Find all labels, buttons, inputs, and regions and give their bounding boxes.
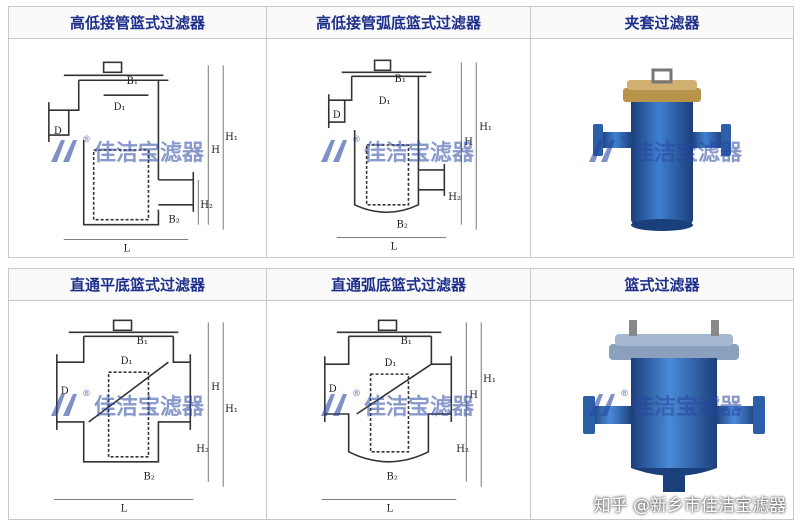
label-h: H xyxy=(464,137,473,148)
product-photo xyxy=(531,40,793,257)
card-high-low-arc-basket-filter: 高低接管弧底篮式过滤器 xyxy=(267,7,531,257)
card-title: 直通弧底篮式过滤器 xyxy=(267,269,530,301)
label-d1: D₁ xyxy=(121,356,133,367)
label-b1: B₁ xyxy=(127,76,138,87)
technical-drawing: B₁ D₁ D B₂ H H₁ H₂ L xyxy=(267,40,530,257)
card-title: 高低接管篮式过滤器 xyxy=(9,7,266,39)
label-h2: H₂ xyxy=(196,444,209,455)
product-row-2: 直通平底篮式过滤器 xyxy=(8,268,794,520)
label-h2: H₂ xyxy=(200,200,213,211)
label-d1: D₁ xyxy=(379,96,391,107)
label-d: D xyxy=(54,126,62,137)
label-h2: H₂ xyxy=(456,444,469,455)
card-high-low-basket-filter: 高低接管篮式过滤器 xyxy=(9,7,267,257)
label-l: L xyxy=(391,242,398,253)
card-basket-filter: 篮式过滤器 xyxy=(531,269,793,519)
technical-drawing: B₁ D₁ D B₂ H H₁ H₂ L xyxy=(9,40,266,257)
label-d1: D₁ xyxy=(114,102,126,113)
label-d: D xyxy=(333,110,341,121)
label-b2: B₂ xyxy=(387,472,398,483)
label-b2: B₂ xyxy=(397,220,408,231)
label-h1: H₁ xyxy=(225,404,238,415)
label-l: L xyxy=(124,244,131,255)
technical-drawing: B₁ D₁ D B₂ H H₁ H₂ L xyxy=(267,302,530,519)
label-h1: H₁ xyxy=(479,122,492,133)
card-straight-arc-basket-filter: 直通弧底篮式过滤器 xyxy=(267,269,531,519)
product-row-1: 高低接管篮式过滤器 xyxy=(8,6,794,258)
label-h1: H₁ xyxy=(483,374,496,385)
product-photo xyxy=(531,302,793,519)
label-h1: H₁ xyxy=(225,132,238,143)
label-b1: B₁ xyxy=(400,336,411,347)
label-h2: H₂ xyxy=(448,192,461,203)
label-d: D xyxy=(61,386,69,397)
label-b2: B₂ xyxy=(168,215,179,226)
label-b1: B₁ xyxy=(395,74,406,85)
source-credit: 知乎 @新乡市佳洁宝滤器 xyxy=(593,496,786,516)
card-jacketed-filter: 夹套过滤器 xyxy=(531,7,793,257)
label-h: H xyxy=(469,390,478,401)
label-l: L xyxy=(121,504,128,515)
card-straight-flat-basket-filter: 直通平底篮式过滤器 xyxy=(9,269,267,519)
card-title: 夹套过滤器 xyxy=(531,7,793,39)
label-d: D xyxy=(329,384,337,395)
card-title: 篮式过滤器 xyxy=(531,269,793,301)
technical-drawing: B₁ D₁ D B₂ H H₁ H₂ L xyxy=(9,302,266,519)
label-h: H xyxy=(211,145,220,156)
card-title: 直通平底篮式过滤器 xyxy=(9,269,266,301)
card-title: 高低接管弧底篮式过滤器 xyxy=(267,7,530,39)
label-l: L xyxy=(387,504,394,515)
label-b2: B₂ xyxy=(143,472,154,483)
label-d1: D₁ xyxy=(385,358,397,369)
label-h: H xyxy=(211,382,220,393)
label-b1: B₁ xyxy=(137,336,148,347)
